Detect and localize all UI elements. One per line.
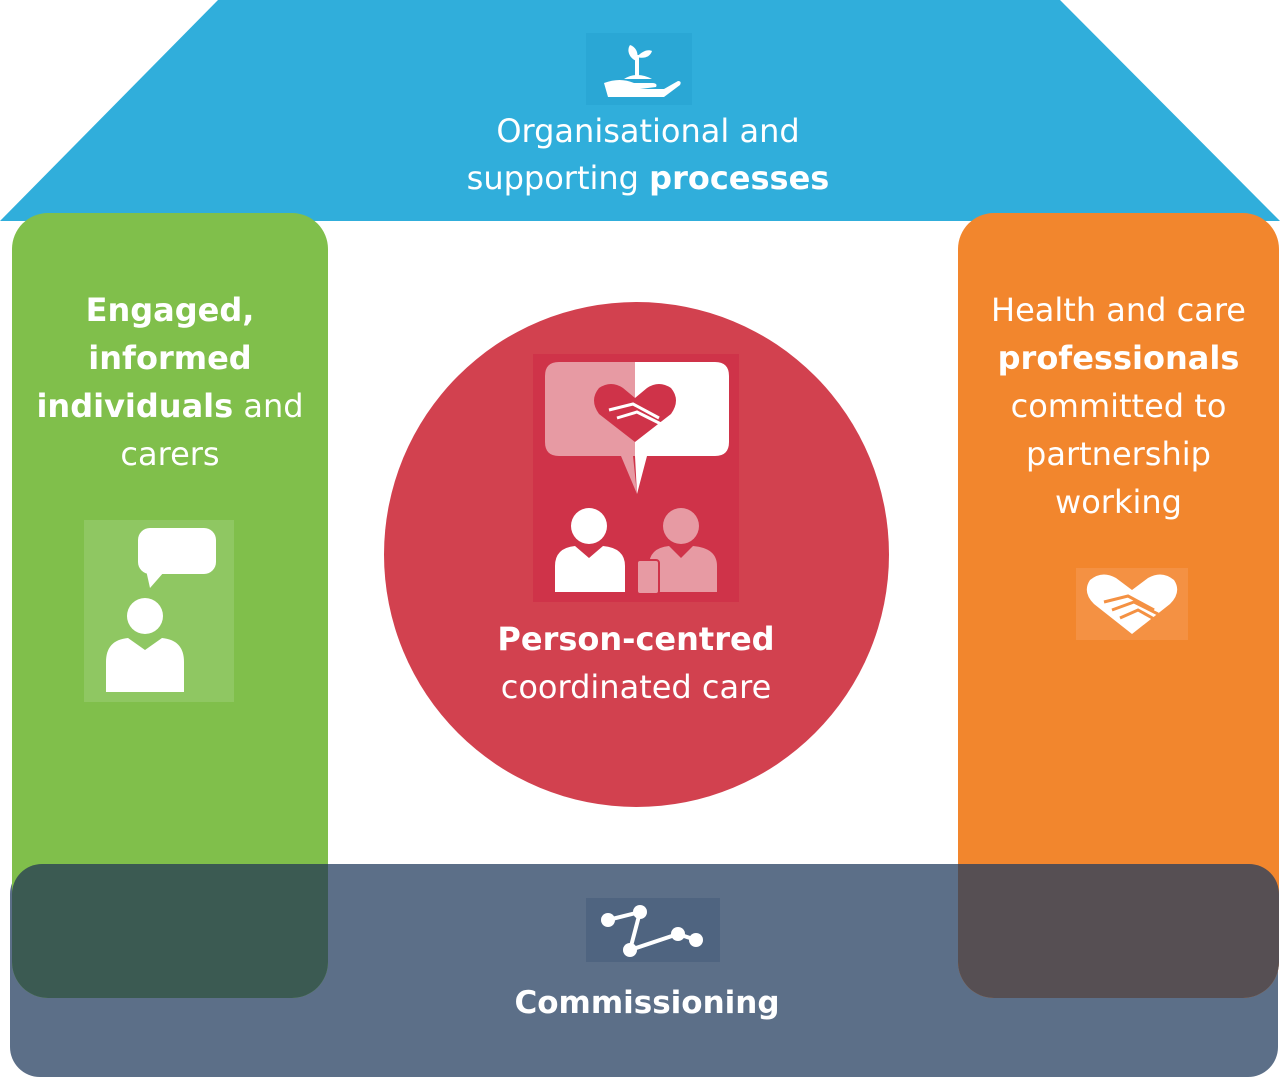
left-line3-bold: individuals (36, 387, 234, 425)
network-nodes-icon (586, 898, 720, 962)
hand-with-seedling-icon (586, 33, 692, 105)
left-line4: carers (120, 435, 220, 473)
center-line2: coordinated care (500, 668, 772, 706)
base-label: Commissioning (514, 985, 780, 1021)
patient-professional-handshake-icon (533, 354, 739, 602)
left-line1: Engaged, (85, 291, 255, 329)
left-pillar-text: Engaged, informed individuals and carers (12, 286, 328, 478)
right-pillar-text: Health and care professionals committed … (958, 286, 1279, 526)
right-line3: committed to (1010, 387, 1227, 425)
roof-title-bold: processes (649, 159, 830, 197)
roof-processes (0, 0, 1280, 221)
left-line3-rest: and (233, 387, 304, 425)
left-line2: informed (88, 339, 252, 377)
right-line4: partnership (1026, 435, 1211, 473)
roof-title-line1: Organisational and (496, 112, 800, 150)
roof-title-line2-text: supporting (466, 159, 650, 197)
overlap-right (958, 864, 1279, 998)
right-line1: Health and care (991, 291, 1246, 329)
handshake-heart-icon (1076, 568, 1188, 640)
roof-title-line2: supporting processes (400, 155, 896, 202)
right-line2: professionals (997, 339, 1240, 377)
roof-title: Organisational and supporting processes (400, 108, 896, 202)
person-speech-bubble-icon (84, 520, 234, 702)
right-line5: working (1055, 483, 1182, 521)
overlap-left (12, 864, 328, 998)
center-label: Person-centred coordinated care (440, 615, 832, 711)
center-line1: Person-centred (497, 620, 775, 658)
